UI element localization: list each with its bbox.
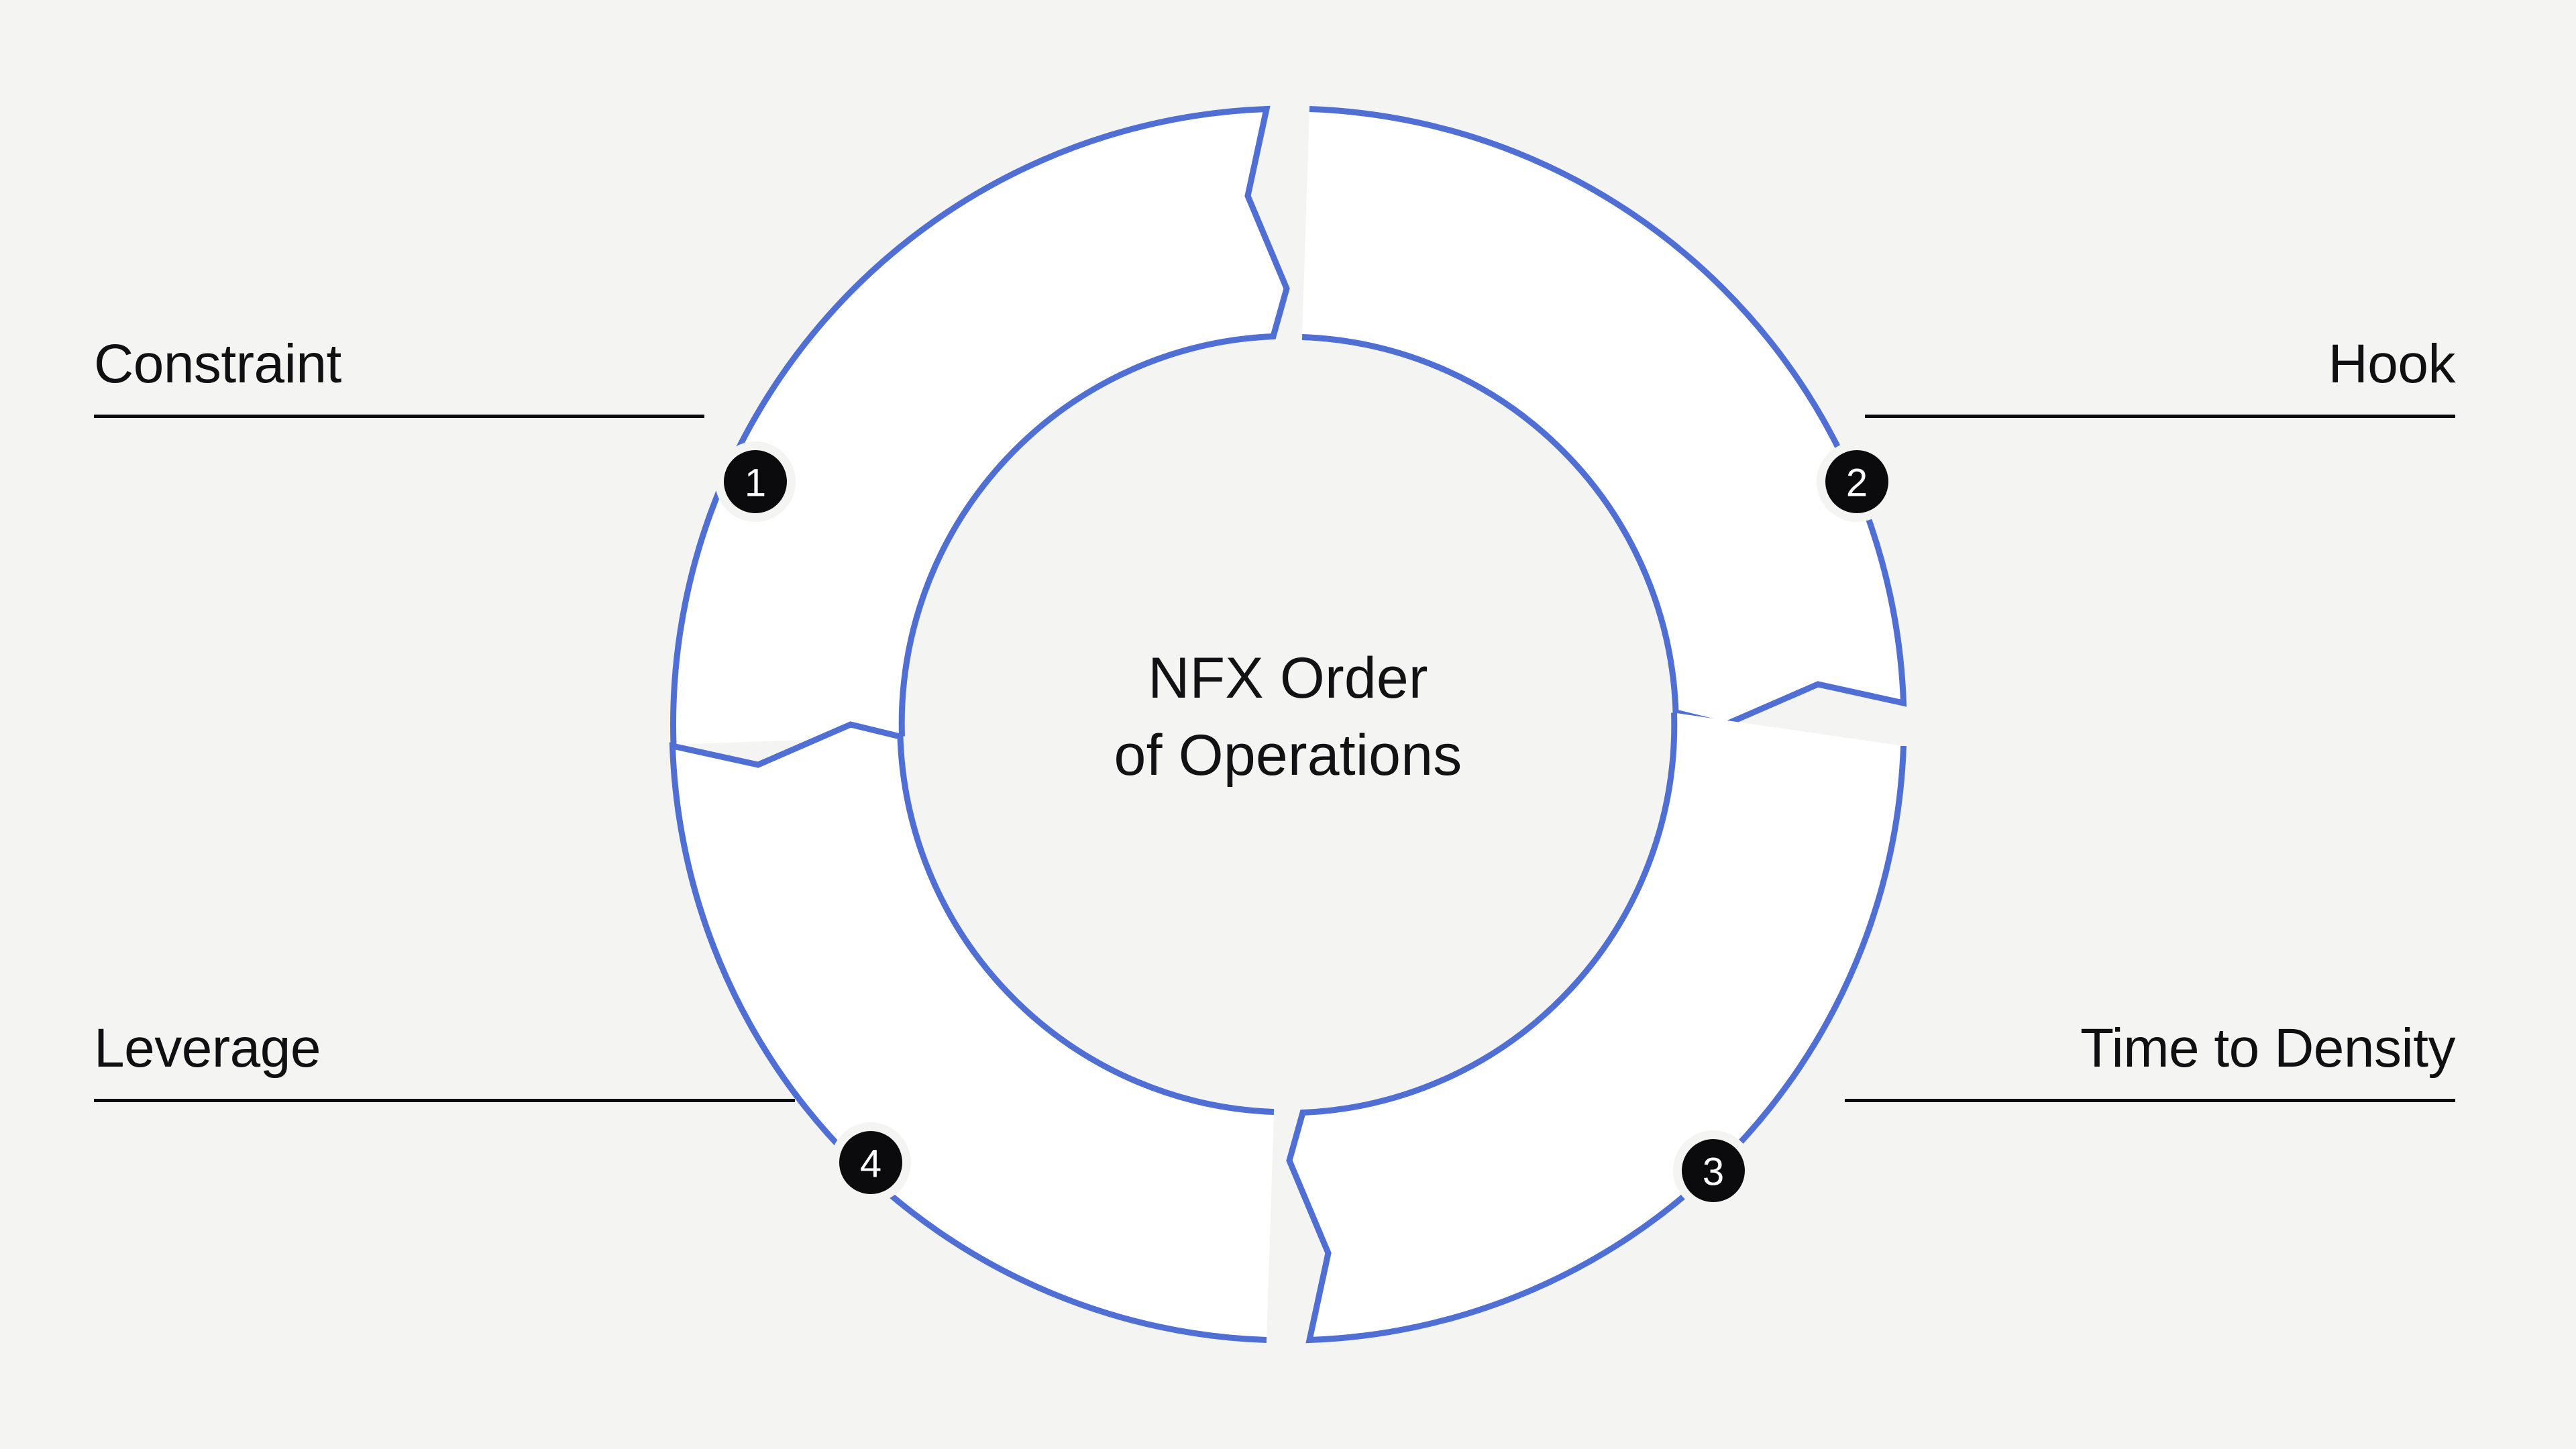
callout-leverage-label: Leverage: [94, 1018, 321, 1079]
step-badge-4[interactable]: 4: [830, 1122, 911, 1203]
center-title-line2: of Operations: [1114, 723, 1462, 788]
step-badge-2-number: 2: [1846, 462, 1868, 505]
callout-hook[interactable]: Hook: [1865, 333, 2456, 419]
step-badge-3-number: 3: [1703, 1150, 1724, 1194]
callout-constraint-label: Constraint: [94, 333, 341, 394]
ring-segment-time-to-density[interactable]: [1286, 712, 1907, 1344]
callout-time-to-density-rule: [1845, 1099, 2455, 1103]
callout-hook-label: Hook: [2328, 333, 2456, 394]
step-badges: 1 2 3 4: [715, 441, 1897, 1211]
callout-hook-rule: [1865, 415, 2455, 419]
step-badge-4-number: 4: [860, 1142, 881, 1186]
ring-segment-hook[interactable]: [1301, 106, 1907, 728]
callout-time-to-density-label: Time to Density: [2080, 1018, 2456, 1079]
center-title-line1: NFX Order: [1148, 646, 1428, 710]
step-badge-1-number: 1: [745, 462, 766, 505]
step-badge-2[interactable]: 2: [1817, 441, 1897, 522]
step-badge-1[interactable]: 1: [715, 441, 796, 522]
step-badge-3[interactable]: 3: [1673, 1130, 1754, 1211]
callout-leverage-rule: [94, 1099, 795, 1103]
callout-leverage[interactable]: Leverage: [94, 1018, 795, 1103]
callout-time-to-density[interactable]: Time to Density: [1784, 1018, 2456, 1103]
callout-constraint[interactable]: Constraint: [94, 333, 711, 419]
ring-segments: [669, 105, 1907, 1344]
callout-constraint-rule: [94, 415, 704, 419]
ring-segment-leverage[interactable]: [669, 721, 1275, 1343]
center-label: NFX Order of Operations: [1114, 646, 1462, 788]
